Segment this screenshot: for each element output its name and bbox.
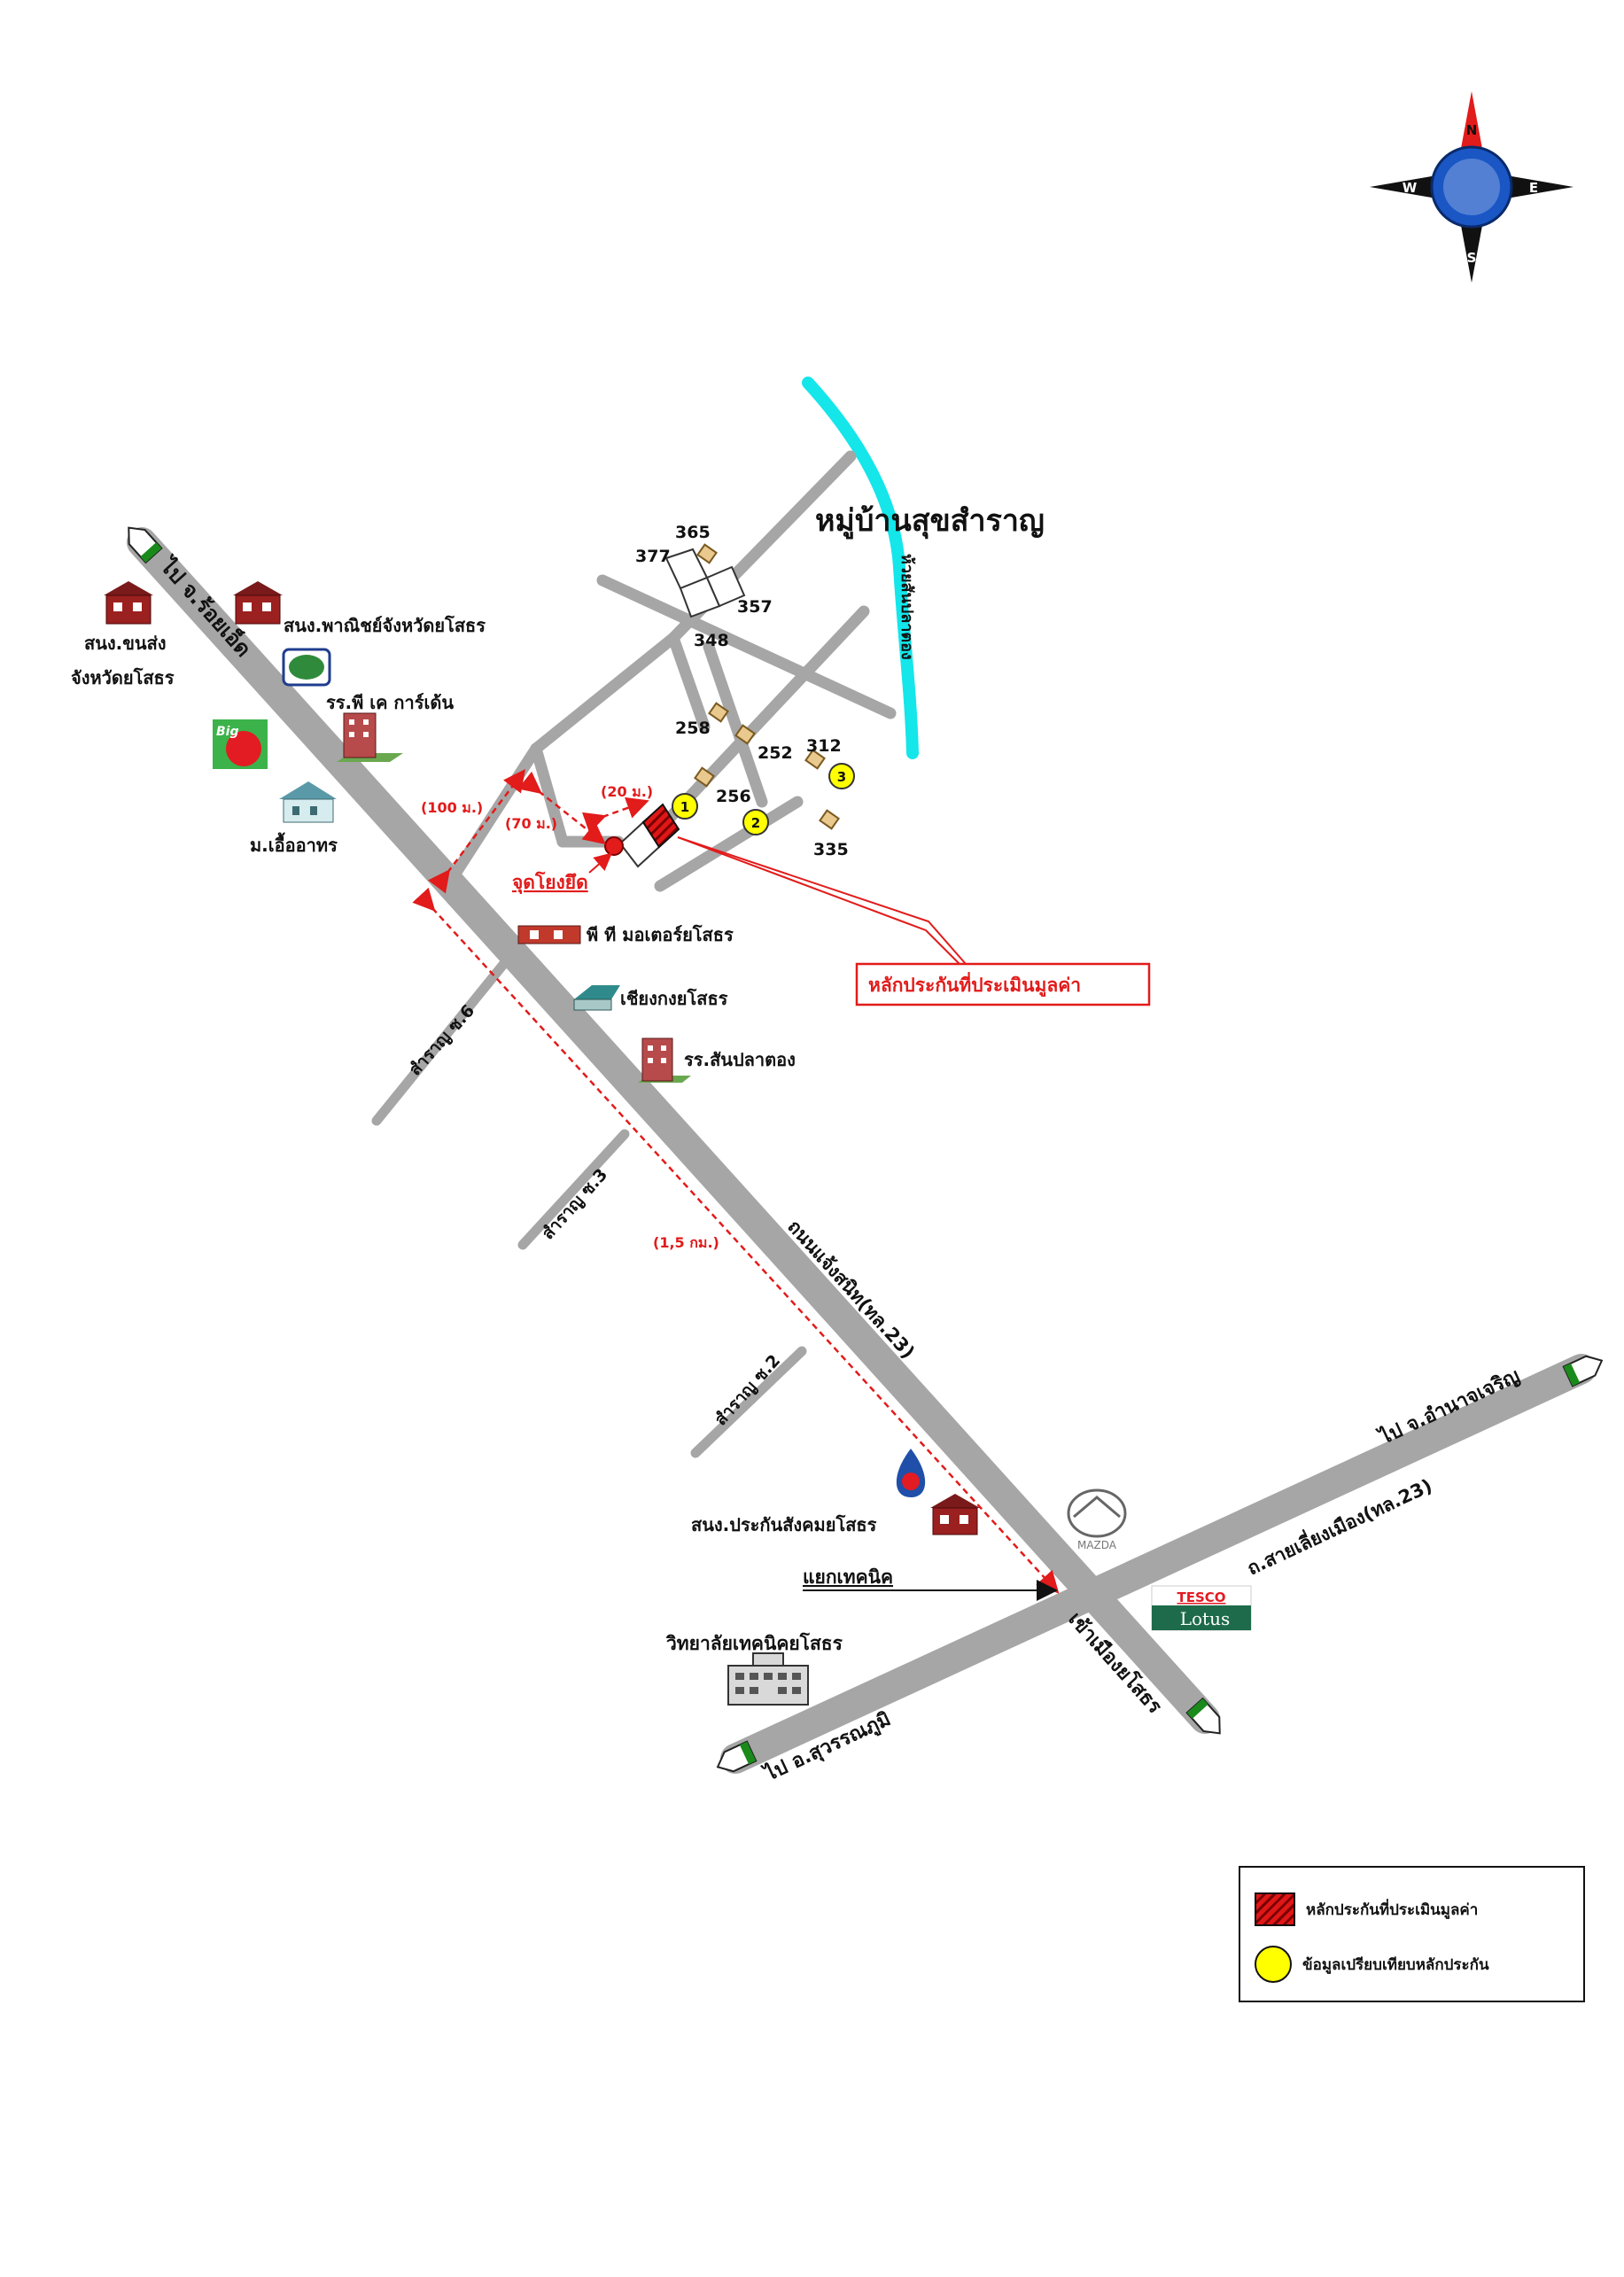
subject-callout-label: หลักประกันที่ประเมินมูลค่า (868, 971, 1081, 998)
compass-e: E (1529, 180, 1538, 196)
place-technical-college: วิทยาลัยเทคนิคยโสธร (665, 1632, 843, 1654)
school-building-icon (638, 1037, 691, 1083)
house-258: 258 (675, 719, 711, 738)
place-land-office-2: จังหวัดยโสธร (71, 667, 175, 688)
house-256: 256 (716, 787, 751, 806)
distance-100: (100 ม.) (421, 799, 483, 816)
big-c-logo-icon: Big (213, 719, 268, 769)
junction-label: แยกเทคนิค (803, 1566, 893, 1588)
roads (127, 450, 1597, 1774)
social-security-logo-icon (896, 1449, 926, 1497)
mazda-logo-icon (1067, 1488, 1127, 1538)
comparable-3-label: 3 (837, 769, 846, 785)
place-school-pk: รร.พี เค การ์เด้น (326, 692, 454, 713)
house-335: 335 (813, 840, 849, 859)
place-school-sanplatong: รร.สันปลาตอง (684, 1049, 796, 1070)
warehouse-icon (573, 985, 620, 1011)
lotus-text: Lotus (1180, 1608, 1231, 1629)
government-building-icon (104, 581, 153, 625)
school-logo-icon (282, 648, 331, 687)
legend-subject-label: หลักประกันที่ประเมินมูลค่า (1306, 1900, 1479, 1919)
distance-15km: (1,5 กม.) (653, 1234, 719, 1251)
road-label-soi2: สำราญ ซ.2 (711, 1351, 784, 1430)
reference-point-marker (604, 836, 624, 856)
place-land-office-1: สนง.ขนส่ง (84, 633, 167, 654)
subject-callout-line (677, 836, 962, 967)
village-label: หมู่บ้านสุขสำราญ (815, 503, 1045, 540)
comparable-markers (672, 763, 855, 835)
legend-row-subject: หลักประกันที่ประเมินมูลค่า (1255, 1892, 1478, 1926)
comparable-1-label: 1 (680, 799, 689, 815)
legend-row-comparable: ข้อมูลเปรียบเทียบหลักประกัน (1255, 1946, 1489, 1983)
compass-n: N (1466, 122, 1478, 138)
map-legend: หลักประกันที่ประเมินมูลค่า ข้อมูลเปรียบเ… (1239, 1866, 1585, 2002)
compass-w: W (1403, 180, 1418, 196)
creek-label: ห้วยสันปลาตอง (897, 554, 916, 660)
place-social-security: สนง.ประกันสังคมยโสธร (691, 1514, 877, 1535)
house-252: 252 (758, 743, 793, 763)
compass-rose-icon (1370, 91, 1573, 283)
creek-line (802, 377, 919, 759)
mazda-text: MAZDA (1077, 1539, 1117, 1551)
place-village-ua: ม.เอื้ออาทร (250, 832, 338, 856)
reference-point-arrow (588, 852, 613, 874)
compass-s: S (1467, 250, 1477, 266)
subject-callout-line-2 (677, 836, 967, 965)
house-357: 357 (737, 597, 773, 617)
college-building-icon (727, 1652, 809, 1706)
tesco-text: TESCO (1177, 1589, 1225, 1605)
comparable-2-label: 2 (751, 815, 760, 831)
subject-callout-box (855, 962, 1151, 1006)
place-commerce: สนง.พาณิชย์จังหวัดยโสธร (284, 615, 486, 636)
school-building-icon (337, 712, 403, 762)
house-348: 348 (694, 631, 729, 650)
house-365: 365 (675, 523, 711, 542)
distance-70: (70 ม.) (505, 815, 557, 832)
place-pt-motor: พี ที มอเตอร์ยโสธร (587, 924, 734, 945)
distance-20: (20 ม.) (601, 783, 653, 800)
legend-subject-swatch (1255, 1892, 1295, 1926)
comparable-1 (672, 793, 698, 820)
legend-comparable-label: ข้อมูลเปรียบเทียบหลักประกัน (1302, 1955, 1489, 1974)
house-312: 312 (806, 736, 842, 756)
distance-arrows (412, 769, 1060, 1594)
big-c-text: Big (216, 725, 239, 739)
government-building-icon (233, 581, 283, 625)
house-icons (694, 543, 840, 830)
road-label-soi3: สำราญ ซ.3 (538, 1165, 611, 1244)
place-chiang-kong: เชียงกงยโสธร (620, 988, 728, 1009)
house-377: 377 (635, 547, 671, 566)
legend-comparable-swatch (1255, 1946, 1292, 1983)
comparable-2 (742, 809, 769, 835)
road-end-arrows (128, 526, 1604, 1773)
reference-point-label: จุดโยงยึด (512, 871, 588, 895)
government-building-icon (930, 1494, 980, 1535)
subject-parcel (641, 803, 680, 849)
tesco-lotus-logo-icon (1151, 1585, 1252, 1631)
village-house-icon (279, 781, 337, 823)
road-label-soi6: สำราญ ซ.6 (405, 1001, 478, 1080)
showroom-icon (517, 925, 581, 944)
comparable-3 (828, 763, 855, 789)
